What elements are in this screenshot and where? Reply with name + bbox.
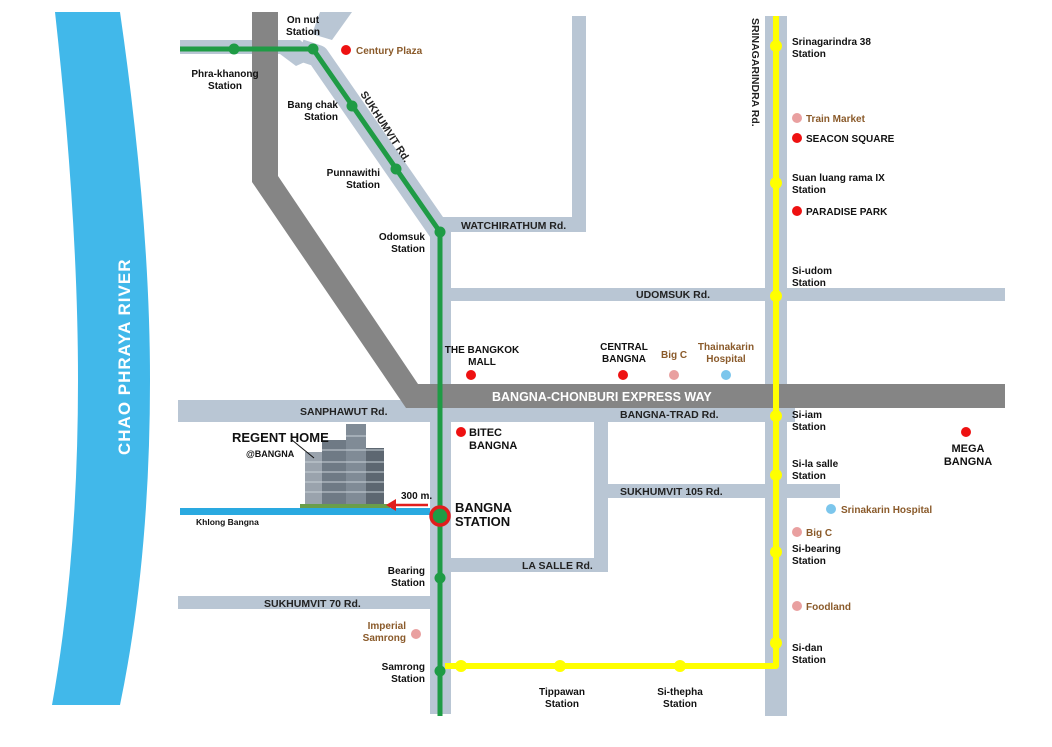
poi-dot-bangkok-mall [466,370,476,380]
poi-label-train-market: Train Market [806,114,866,125]
poi-label-seacon: SEACON SQUARE [806,134,895,145]
road-network [178,16,1005,716]
station-dot-si-udom [770,290,782,302]
distance-arrow [386,499,428,511]
points-of-interest: Century Plaza Train Market SEACON SQUARE… [341,45,992,644]
station-dot-si-la-salle [770,469,782,481]
poi-dot-imperial [411,629,421,639]
poi-label-century-plaza: Century Plaza [356,46,423,57]
green-line [180,46,443,716]
station-dot-udomsuk [434,226,446,238]
chao-phraya-river [52,12,150,705]
station-dot-srinagarindra38 [770,40,782,52]
poi-dot-train-market [792,113,802,123]
poi-label-paradise: PARADISE PARK [806,207,888,218]
poi-label-big-c-2: Big C [806,528,832,539]
station-dot-si-thepha [674,660,686,672]
canal-label: Khlong Bangna [196,517,259,527]
road-label-sukhumvit105: SUKHUMVIT 105 Rd. [620,486,723,498]
poi-dot-bitec [456,427,466,437]
road-label-watchirathum: WATCHIRATHUM Rd. [461,220,566,232]
poi-dot-big-c-1 [669,370,679,380]
poi-dot-century-plaza [341,45,351,55]
poi-dot-srinakarin-hospital [826,504,836,514]
station-dot-punnawithi [390,163,402,175]
project-building [291,424,390,508]
station-dot-bang-chak [346,100,358,112]
poi-dot-thainakarin [721,370,731,380]
poi-dot-mega [961,427,971,437]
road-label-expressway: BANGNA-CHONBURI EXPRESS WAY [492,390,712,404]
road-label-lasalle: LA SALLE Rd. [522,560,593,572]
river-label: CHAO PHRAYA RIVER [115,259,134,456]
poi-dot-paradise [792,206,802,216]
road-label-sanphawut: SANPHAWUT Rd. [300,406,388,418]
distance-label: 300 m. [401,491,432,502]
poi-label-foodland: Foodland [806,602,851,613]
station-dot-samrong [434,665,446,677]
station-dot-on-nut [307,43,319,55]
station-dot-si-dan [770,637,782,649]
poi-dot-foodland [792,601,802,611]
project-subtitle: @BANGNA [246,449,295,459]
poi-label-big-c-1: Big C [661,350,687,361]
green-line-stations [228,43,446,677]
poi-dot-central [618,370,628,380]
station-dot-bangna [429,505,451,527]
station-dot-suan-luang [770,177,782,189]
station-dot-si-bearing [770,546,782,558]
poi-dot-seacon [792,133,802,143]
station-dot-si-iam [770,410,782,422]
project-name: REGENT HOME [232,430,329,445]
poi-dot-big-c-2 [792,527,802,537]
poi-label-srinakarin-hospital: Srinakarin Hospital [841,505,932,516]
station-dot-yellow-end [455,660,467,672]
station-dot-phra-khanong [228,43,240,55]
khlong-bangna [180,508,430,515]
road-label-srinagarindra: SRINAGARINDRA Rd. [749,18,761,127]
station-dot-tippawan [554,660,566,672]
on-nut-connector [312,12,352,40]
road-label-udomsuk: UDOMSUK Rd. [636,289,710,301]
road-label-sukhumvit70: SUKHUMVIT 70 Rd. [264,598,361,610]
station-dot-bearing [434,572,446,584]
road-label-bangna-trad: BANGNA-TRAD Rd. [620,409,719,421]
yellow-line-stations [455,40,782,672]
